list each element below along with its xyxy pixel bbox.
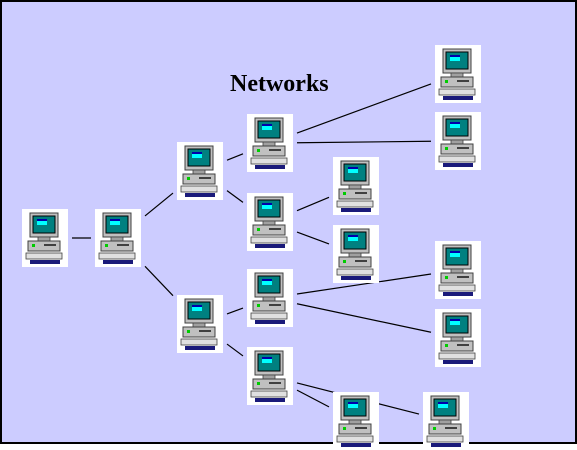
node-switch-lower-top: [247, 269, 293, 327]
link-switch-upper-top-to-leaf-2: [296, 140, 432, 144]
node-root: [22, 209, 68, 267]
node-leaf-6: [435, 309, 481, 367]
node-leaf-4: [333, 225, 379, 283]
computer-icon: [435, 45, 481, 103]
page-title: Networks: [230, 71, 329, 97]
computer-icon: [247, 269, 293, 327]
link-switch-lower-top-to-leaf-6: [296, 303, 432, 333]
computer-icon: [247, 347, 293, 405]
computer-icon: [435, 241, 481, 299]
node-hub: [95, 209, 141, 267]
node-switch-lower-bottom: [247, 347, 293, 405]
link-hub-to-router-lower: [144, 265, 174, 297]
link-hub-to-router-upper: [144, 192, 174, 217]
node-leaf-8: [423, 392, 469, 450]
link-switch-lower-bottom-to-leaf-7: [296, 389, 330, 408]
node-leaf-3: [333, 157, 379, 215]
computer-icon: [333, 225, 379, 283]
node-leaf-1: [435, 45, 481, 103]
computer-icon: [435, 112, 481, 170]
node-leaf-5: [435, 241, 481, 299]
link-router-upper-to-switch-upper-bottom: [226, 190, 244, 203]
node-switch-upper-bottom: [247, 193, 293, 251]
node-router-lower: [177, 295, 223, 353]
node-switch-upper-top: [247, 114, 293, 172]
computer-icon: [95, 209, 141, 267]
node-leaf-7: [333, 392, 379, 450]
link-switch-upper-top-to-leaf-1: [296, 83, 432, 134]
computer-icon: [247, 114, 293, 172]
computer-icon: [333, 392, 379, 450]
link-switch-lower-top-to-leaf-5: [296, 273, 432, 295]
computer-icon: [333, 157, 379, 215]
node-router-upper: [177, 142, 223, 200]
link-switch-upper-bottom-to-leaf-4: [296, 231, 330, 245]
link-router-lower-to-switch-lower-bottom: [226, 343, 244, 357]
link-router-upper-to-switch-upper-top: [226, 153, 244, 161]
link-router-lower-to-switch-lower-top: [226, 307, 244, 315]
computer-icon: [177, 142, 223, 200]
computer-icon: [247, 193, 293, 251]
computer-icon: [435, 309, 481, 367]
computer-icon: [22, 209, 68, 267]
computer-icon: [177, 295, 223, 353]
link-switch-upper-bottom-to-leaf-3: [296, 196, 330, 212]
computer-icon: [423, 392, 469, 450]
node-leaf-2: [435, 112, 481, 170]
